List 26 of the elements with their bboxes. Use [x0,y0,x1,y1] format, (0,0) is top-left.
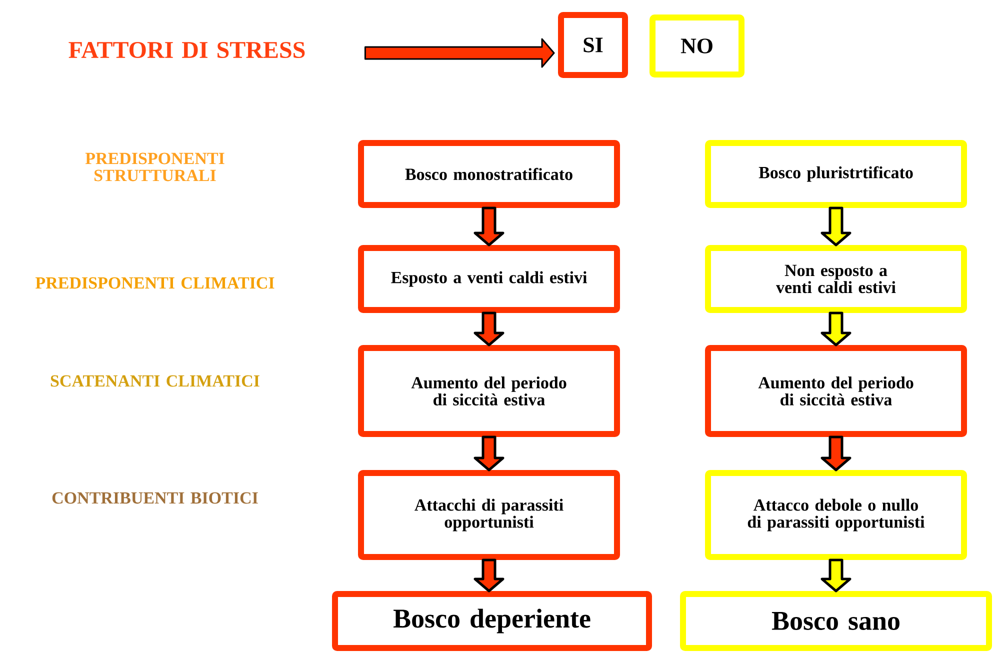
choice-box: NO [650,14,744,78]
process-box: Non esposto a venti caldi estivi [705,245,967,313]
row-label: PREDISPONENTI CLIMATICI [36,277,274,289]
block-arrow [820,312,852,346]
block-arrow [820,436,852,472]
block-arrow [364,38,555,68]
title-text: FATTORI DI STRESS [68,42,305,58]
block-arrow [820,206,852,246]
block-arrow [474,558,504,592]
row-label: CONTRIBUENTI BIOTICI [52,492,258,504]
block-arrow [474,206,504,246]
process-box: Bosco pluristrtificato [705,140,967,208]
process-box: Aumento del periodo di siccità estiva [358,345,620,437]
process-box: Attacchi di parassiti opportunisti [358,470,620,560]
outcome-box: Bosco deperiente [332,591,652,651]
process-box: Esposto a venti caldi estivi [358,245,620,313]
row-label: PREDISPONENTI STRUTTURALI [85,152,224,182]
process-box: Attacco debole o nullo di parassiti opportunisti [705,470,967,560]
block-arrow [474,436,504,472]
process-box: Bosco monostratificato [358,140,620,208]
block-arrow [474,312,504,346]
choice-box: SI [558,12,628,78]
row-label: SCATENANTI CLIMATICI [50,375,260,387]
process-box: Aumento del periodo di siccità estiva [705,345,967,437]
outcome-box: Bosco sano [680,591,992,651]
block-arrow [820,558,852,592]
